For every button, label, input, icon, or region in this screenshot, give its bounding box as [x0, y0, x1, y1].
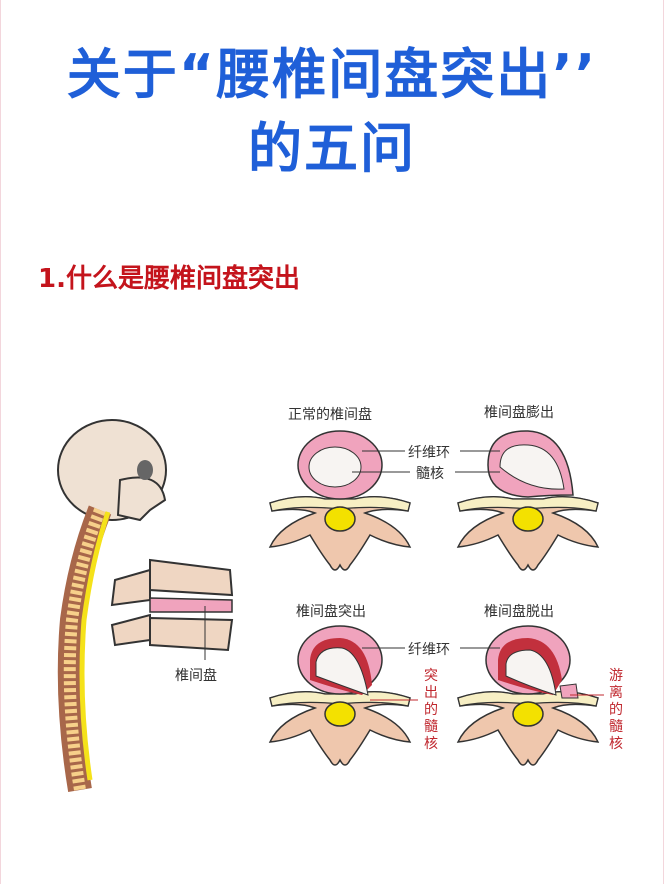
panel-title-herniated: 椎间盘突出	[296, 604, 366, 620]
label-disc: 椎间盘	[175, 668, 217, 684]
skull	[57, 419, 167, 522]
spinal-cord	[79, 511, 111, 781]
section-heading: 1.什么是腰椎间盘突出	[38, 264, 300, 294]
panel-herniated-disc	[269, 625, 411, 766]
panel-title-normal: 正常的椎间盘	[288, 407, 372, 423]
panel-title-bulging: 椎间盘膨出	[484, 405, 554, 421]
page-title-line2: 的五问	[248, 117, 416, 180]
label-free-nucleus: 游离的髓核	[609, 668, 623, 752]
page-title-line1: 关于“腰椎间盘突出’’	[66, 43, 598, 106]
panel-extruded-disc	[457, 625, 599, 766]
label-annulus: 纤维环	[408, 445, 450, 461]
label-protruded-nucleus: 突出的髓核	[424, 668, 438, 752]
panel-title-extruded: 椎间盘脱出	[484, 604, 554, 620]
label-annulus-2: 纤维环	[408, 642, 450, 658]
vertebrae-side-view	[110, 558, 234, 660]
leader-lines	[352, 450, 604, 701]
panel-bulging-disc	[457, 430, 599, 571]
label-nucleus: 髓核	[416, 466, 444, 482]
panel-normal-disc	[269, 430, 411, 571]
